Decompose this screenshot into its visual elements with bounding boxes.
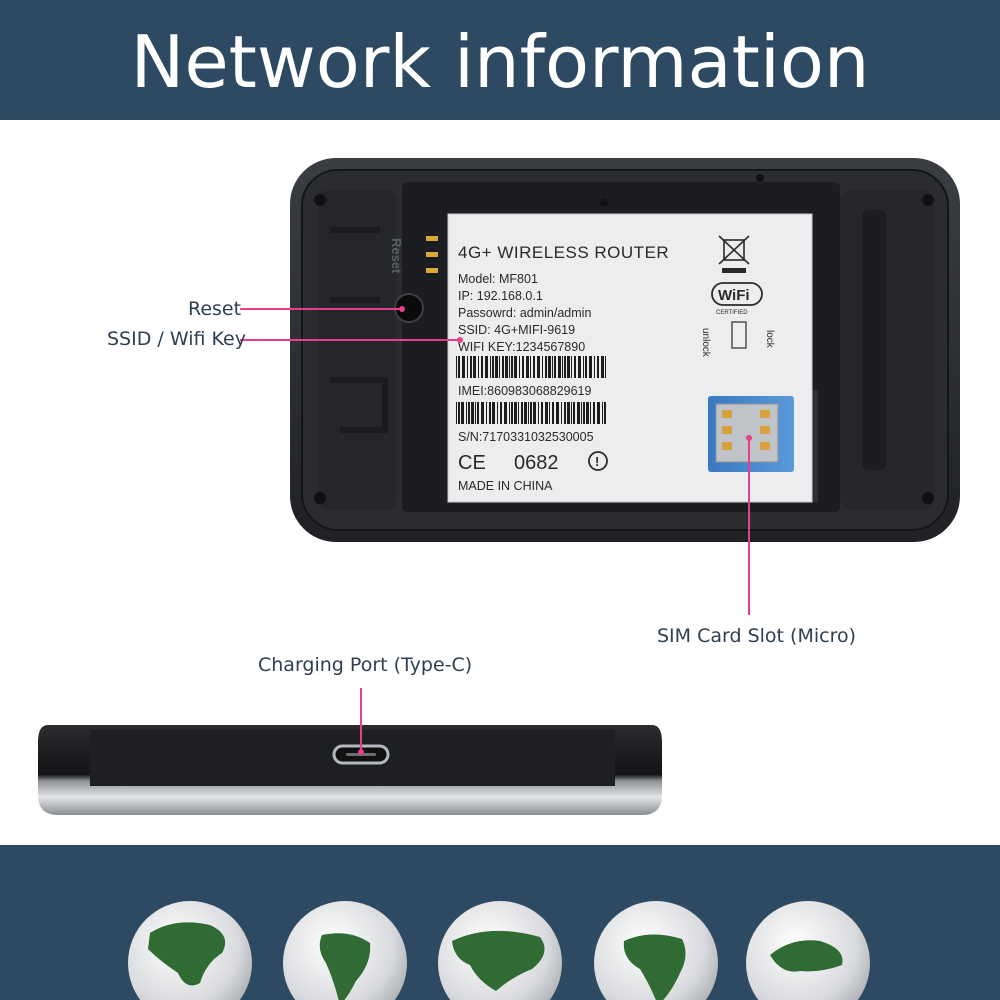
footer-banner	[0, 845, 1000, 1000]
cert-number: 0682	[514, 452, 559, 474]
callout-lines	[240, 306, 752, 755]
weee-bin-icon	[718, 235, 750, 273]
globe-south-america-icon	[283, 901, 407, 1000]
router-illustration: Reset 4G+ WIRELESS ROUTER Model: MF801 I…	[38, 158, 960, 815]
globes-row	[128, 901, 870, 1000]
globe-north-america-icon	[128, 901, 252, 1000]
sim-slot-callout: SIM Card Slot (Micro)	[657, 625, 856, 647]
sticker-imei: IMEI:860983068829619	[458, 384, 591, 398]
product-illustration: Reset 4G+ WIRELESS ROUTER Model: MF801 I…	[0, 120, 1000, 845]
sticker-brand: 4G+ WIRELESS ROUTER	[458, 243, 669, 262]
globe-asia-icon	[438, 901, 562, 1000]
sticker-wifikey: WIFI KEY:1234567890	[458, 340, 585, 354]
reset-callout: Reset	[188, 298, 242, 320]
globe-europe-icon	[746, 901, 870, 1000]
sticker-ip: IP: 192.168.0.1	[458, 289, 543, 303]
alert-symbol: !	[595, 454, 599, 469]
wifi-certified-logo: WiFi CERTIFIED	[711, 282, 763, 316]
page-title: Network information	[130, 20, 870, 104]
ssid-callout: SSID / Wifi Key	[107, 328, 246, 350]
sticker-ssid: SSID: 4G+MIFI-9619	[458, 323, 575, 337]
router-side-view	[38, 725, 662, 815]
unlock-text: unlock	[700, 328, 711, 358]
sticker-model: Model: MF801	[458, 272, 538, 286]
alert-icon	[588, 451, 608, 471]
wifi-logo-text: WiFi	[718, 287, 750, 304]
reset-engraving: Reset	[389, 238, 404, 274]
globe-africa-icon	[594, 901, 718, 1000]
sticker-password: Passowrd: admin/admin	[458, 306, 591, 320]
sim-card-slot	[708, 396, 794, 472]
imei-barcode	[456, 356, 606, 378]
ce-mark: CE	[458, 452, 486, 474]
wifi-certified-text: CERTIFIED	[716, 310, 748, 316]
lock-text: lock	[764, 330, 775, 349]
sim-lock-icon	[731, 321, 747, 349]
header-banner: Network information	[0, 0, 1000, 120]
sn-barcode	[456, 402, 606, 424]
charging-port-callout: Charging Port (Type-C)	[258, 654, 473, 676]
sticker-origin: MADE IN CHINA	[458, 479, 553, 493]
sticker-sn: S/N:7170331032530005	[458, 430, 594, 444]
